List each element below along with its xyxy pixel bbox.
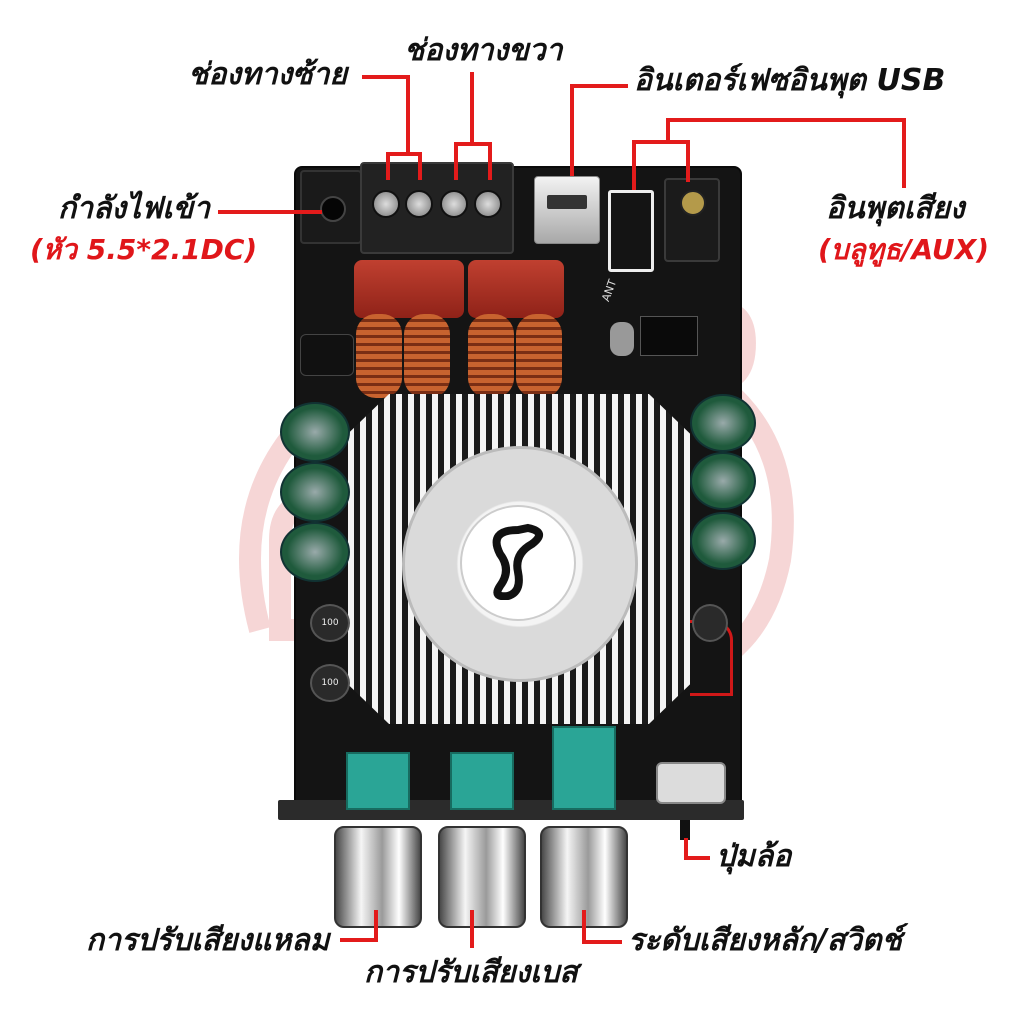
label-right-channel: ช่องทางขวา [404, 33, 563, 68]
cap-value: 100 [321, 678, 339, 688]
label-audio-in-types: (บลูทูธ/AUX) [818, 233, 990, 266]
usb-port [534, 176, 600, 244]
aux-jack [664, 178, 720, 262]
terminal-screw [440, 190, 468, 218]
inductor-coil [404, 314, 450, 398]
callout-line [470, 72, 474, 144]
callout-line [632, 140, 690, 144]
callout-line [582, 910, 586, 944]
cap-value: 100 [321, 618, 339, 628]
small-capacitor: 100 [310, 664, 350, 702]
callout-line [570, 84, 628, 88]
small-capacitor [692, 604, 728, 642]
callout-line [386, 152, 390, 180]
label-audio-in: อินพุตเสียง [826, 191, 965, 226]
electrolytic-capacitor [690, 394, 756, 452]
film-capacitor [354, 260, 464, 318]
callout-line [570, 84, 574, 176]
bass-knob[interactable] [438, 826, 526, 928]
callout-line [470, 910, 474, 948]
label-wheel-button: ปุ่มล้อ [716, 839, 792, 874]
terminal-screw [474, 190, 502, 218]
inductor-coil [468, 314, 514, 398]
wheel-encoder [656, 762, 726, 804]
callout-line [582, 940, 622, 944]
callout-line [418, 152, 422, 180]
encoder-stub [680, 820, 690, 840]
label-usb-interface: อินเตอร์เฟซอินพุต USB [634, 63, 946, 98]
terminal-screw [405, 190, 433, 218]
callout-line [340, 938, 378, 942]
callout-line [386, 152, 422, 156]
crystal-oscillator [610, 322, 634, 356]
callout-line [488, 142, 492, 180]
electrolytic-capacitor [280, 522, 350, 582]
callout-line [686, 140, 690, 182]
inductor-coil [516, 314, 562, 398]
film-capacitor [468, 260, 564, 318]
electrolytic-capacitor [690, 512, 756, 570]
label-bass-adjust: การปรับเสียงเบส [364, 955, 578, 990]
inductor-coil [356, 314, 402, 398]
treble-potentiometer [346, 752, 410, 810]
label-power-jack: (หัว 5.5*2.1DC) [30, 233, 258, 266]
bass-potentiometer [450, 752, 514, 810]
callout-line [666, 118, 906, 122]
label-volume-switch: ระดับเสียงหลัก/สวิตช์ [628, 923, 902, 958]
callout-line [684, 856, 710, 860]
dc-power-jack [300, 170, 362, 244]
terminal-screw [372, 190, 400, 218]
electrolytic-capacitor [280, 462, 350, 522]
callout-line [374, 910, 378, 942]
callout-line [666, 118, 670, 142]
volume-potentiometer [552, 726, 616, 810]
callout-line [632, 140, 636, 190]
label-treble-adjust: การปรับเสียงแหลม [86, 923, 330, 958]
ic-chip [640, 316, 698, 356]
callout-line [406, 75, 410, 155]
label-power-in: กำลังไฟเข้า [58, 191, 210, 226]
electrolytic-capacitor [690, 452, 756, 510]
electrolytic-capacitor [280, 402, 350, 462]
callout-line [902, 118, 906, 188]
callout-line [454, 142, 492, 146]
treble-knob[interactable] [334, 826, 422, 928]
callout-line [684, 838, 688, 860]
label-left-channel: ช่องทางซ้าย [188, 57, 348, 92]
callout-line [362, 75, 410, 79]
bluetooth-antenna [608, 190, 654, 272]
callout-line [454, 142, 458, 180]
fan-logo-icon [492, 523, 543, 600]
callout-line [218, 210, 322, 214]
small-capacitor: 100 [310, 604, 350, 642]
power-diode [300, 334, 354, 376]
